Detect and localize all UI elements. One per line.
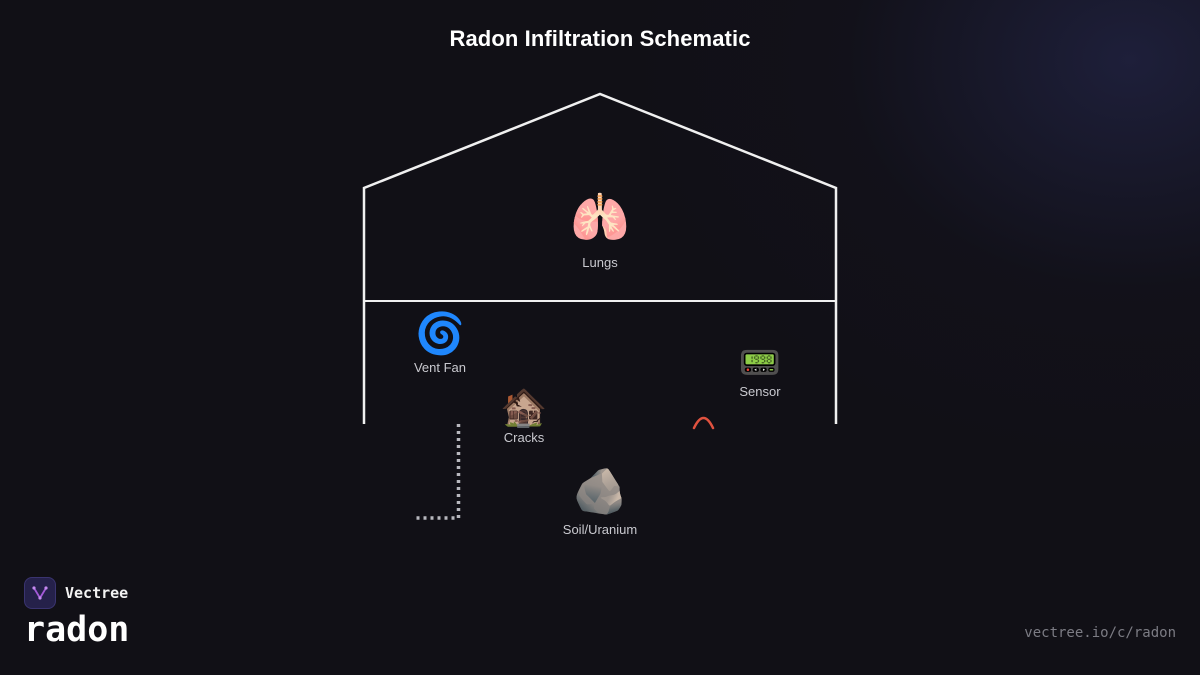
soil-uranium-label: Soil/Uranium [562, 522, 638, 537]
sensor-node: 📟 Sensor [690, 346, 830, 399]
sensor-label: Sensor [739, 384, 781, 399]
radon-entry-arc [692, 416, 715, 430]
cracks-label: Cracks [503, 430, 545, 445]
lungs-icon: 🫁 [570, 190, 630, 246]
brand-block: Vectree radon [24, 577, 129, 650]
house-outline [362, 92, 838, 424]
soil-uranium-icon: 🪨 [572, 466, 628, 517]
vent-fan-label: Vent Fan [413, 360, 467, 375]
vent-pipe [416, 424, 461, 520]
vent-fan-node: 🌀 Vent Fan [370, 314, 510, 375]
cracks-node: 🏚️ Cracks [454, 388, 594, 445]
cracks-icon: 🏚️ [500, 385, 548, 429]
sensor-icon: 📟 [738, 343, 782, 383]
page-url[interactable]: vectree.io/c/radon [1024, 625, 1176, 641]
brand-name: Vectree [65, 584, 129, 602]
soil-node: 🪨 Soil/Uranium [530, 466, 670, 538]
vent-fan-icon: 🌀 [415, 311, 465, 357]
lungs-label: Lungs [582, 255, 618, 270]
vectree-logo-icon [24, 577, 56, 609]
topic-title: radon [24, 610, 130, 650]
diagram-title: Radon Infiltration Schematic [449, 26, 751, 51]
lungs-node: 🫁 Lungs [530, 194, 670, 270]
